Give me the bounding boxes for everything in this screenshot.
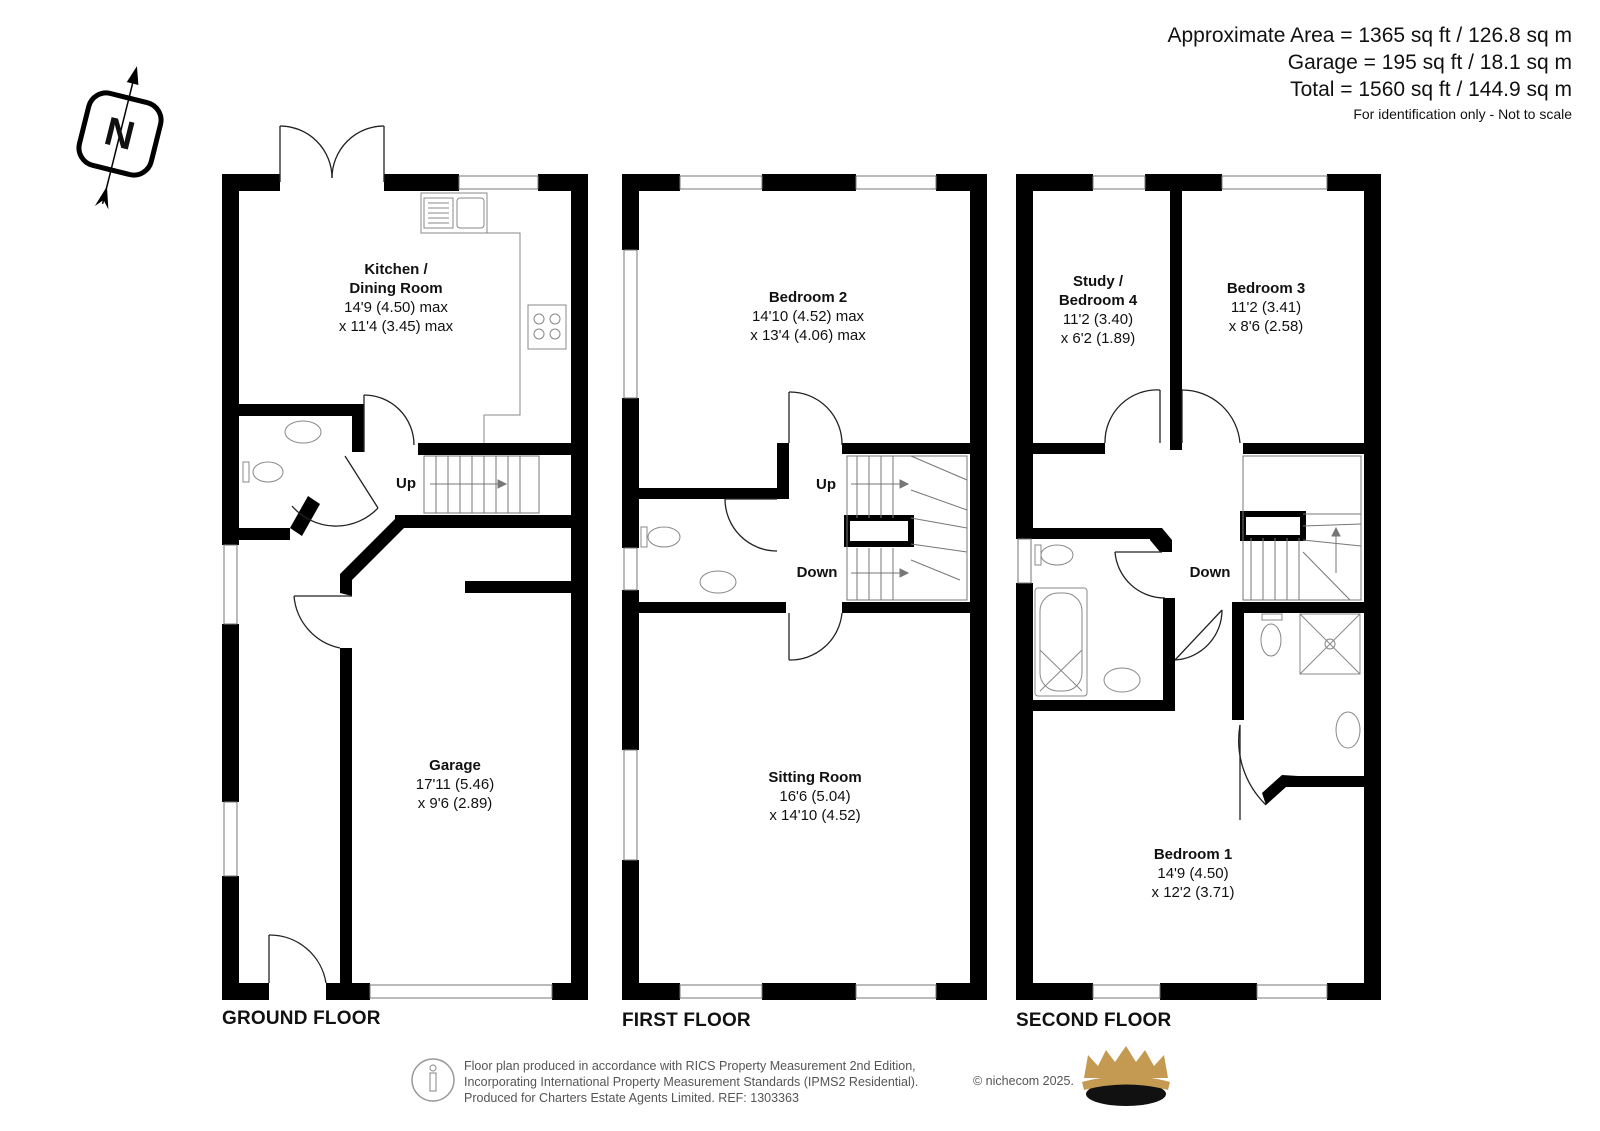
room-name: Bedroom 1 (1153, 846, 1233, 863)
area-summary: Approximate Area = 1365 sq ft / 126.8 sq… (1168, 22, 1573, 125)
room-dimension: x 9'6 (2.89) (417, 795, 493, 812)
fixtures (242, 192, 1361, 749)
first-floor-label: FIRST FLOOR (622, 1010, 751, 1031)
room-name: Garage (429, 757, 481, 774)
room-dimension: 14'10 (4.52) max (751, 308, 865, 325)
stairs-up-label: Up (396, 475, 416, 492)
second-floor-label: SECOND FLOOR (1016, 1010, 1172, 1031)
room-dimension: x 13'4 (4.06) max (750, 327, 866, 344)
door-swings (268, 125, 1267, 984)
room-name: Kitchen / (364, 261, 428, 278)
room-name: Study / (1072, 273, 1124, 290)
scale-note: For identification only - Not to scale (1353, 106, 1572, 122)
room-sitting-room: Sitting Room 16'6 (5.04) x 14'10 (4.52) (768, 768, 861, 825)
compass-icon (76, 66, 164, 210)
footer-text: Floor plan produced in accordance with R… (464, 1058, 918, 1106)
garage-area: Garage = 195 sq ft / 18.1 sq m (1287, 51, 1572, 74)
stairs-down-label: Down (796, 564, 838, 581)
footer-credit: © nichecom 2025. (973, 1074, 1074, 1088)
footer-line: Floor plan produced in accordance with R… (464, 1059, 916, 1073)
room-dimension: x 11'4 (3.45) max (338, 318, 454, 335)
room-dimension: x 14'10 (4.52) (769, 807, 861, 824)
walls (222, 174, 1381, 1000)
room-dimension: 14'9 (4.50) max (344, 299, 448, 316)
room-name-line2: Bedroom 4 (1058, 292, 1138, 309)
room-dimension: 14'9 (4.50) (1157, 865, 1229, 882)
room-kitchen-dining: Kitchen / Dining Room 14'9 (4.50) max x … (339, 260, 453, 336)
room-bedroom-1: Bedroom 1 14'9 (4.50) x 12'2 (3.71) (1152, 845, 1235, 902)
room-name: Bedroom 2 (768, 289, 848, 306)
room-dimension: 11'2 (3.40) (1062, 311, 1134, 328)
stairs-up-label: Up (816, 476, 836, 493)
room-bedroom-2: Bedroom 2 14'10 (4.52) max x 13'4 (4.06)… (750, 288, 865, 345)
crown-logo (1082, 1046, 1170, 1106)
stairs (423, 455, 1362, 601)
footer-line: Produced for Charters Estate Agents Limi… (464, 1091, 799, 1105)
total-area: Total = 1560 sq ft / 144.9 sq m (1290, 78, 1572, 101)
room-study-bedroom-4: Study / Bedroom 4 11'2 (3.40) x 6'2 (1.8… (1059, 272, 1137, 348)
room-dimension: x 8'6 (2.58) (1228, 318, 1304, 335)
room-garage: Garage 17'11 (5.46) x 9'6 (2.89) (416, 756, 494, 813)
room-name: Sitting Room (768, 769, 862, 786)
room-dimension: x 12'2 (3.71) (1151, 884, 1235, 901)
room-dimension: 11'2 (3.41) (1230, 299, 1302, 316)
room-bedroom-3: Bedroom 3 11'2 (3.41) x 8'6 (2.58) (1227, 279, 1305, 336)
room-dimension: x 6'2 (1.89) (1060, 330, 1136, 347)
approx-area: Approximate Area = 1365 sq ft / 126.8 sq… (1167, 24, 1573, 47)
footer-line: Incorporating International Property Mea… (464, 1075, 919, 1089)
room-name: Bedroom 3 (1226, 280, 1306, 297)
room-dimension: 17'11 (5.46) (415, 776, 495, 793)
windows (223, 175, 1328, 999)
room-name-line2: Dining Room (349, 280, 443, 297)
room-dimension: 16'6 (5.04) (779, 788, 851, 805)
stairs-down-label: Down (1189, 564, 1231, 581)
ground-floor-label: GROUND FLOOR (222, 1008, 381, 1029)
rics-person-icon (411, 1058, 455, 1102)
